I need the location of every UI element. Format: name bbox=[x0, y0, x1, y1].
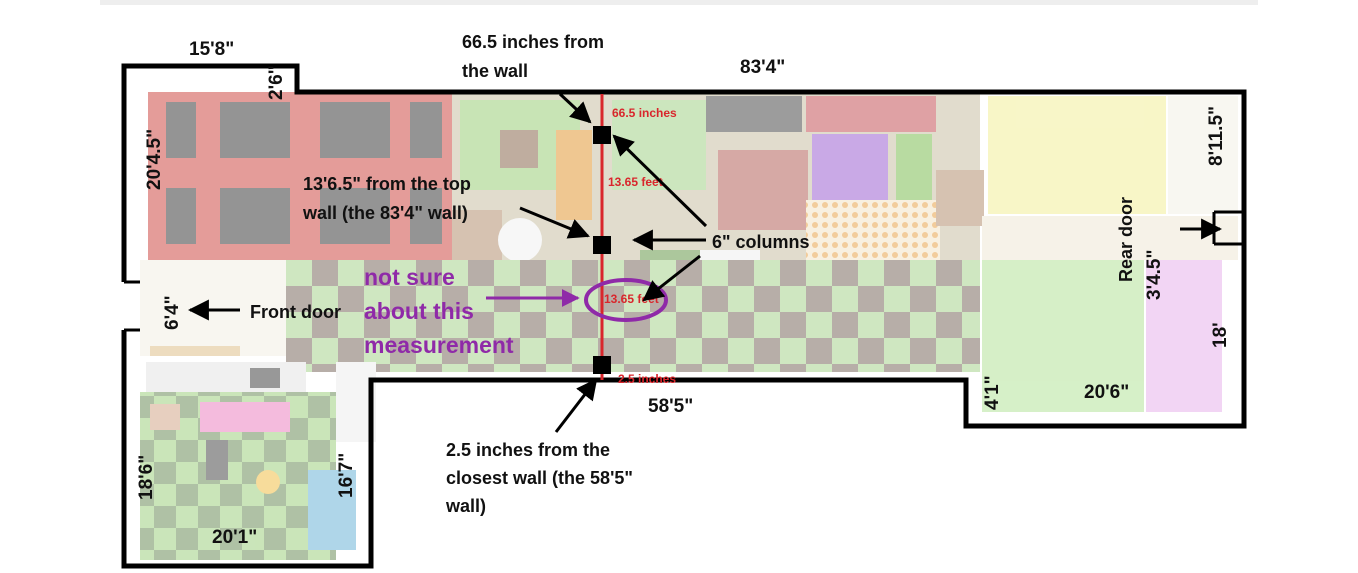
uncertain-note-line-3: measurement bbox=[364, 332, 514, 358]
front-door-opening bbox=[118, 280, 140, 332]
dim-top-wall: 83'4" bbox=[740, 57, 785, 78]
mid-note-line-2: wall (the 83'4" wall) bbox=[302, 203, 468, 223]
dim-left-lower: 18'6" bbox=[136, 455, 157, 500]
trampoline-zone bbox=[148, 92, 452, 260]
dim-inner-left: 16'7" bbox=[336, 453, 357, 498]
column-top bbox=[593, 126, 611, 144]
measure-segment-1: 13.65 feet bbox=[608, 175, 663, 189]
yellow-zone bbox=[988, 96, 1166, 214]
top-strip bbox=[100, 0, 1258, 5]
dim-notch: 2'6" bbox=[266, 65, 287, 100]
top-note-line-2: the wall bbox=[462, 61, 528, 81]
arrow-column-top bbox=[612, 134, 708, 228]
floor-contents bbox=[140, 92, 1238, 560]
uncertain-note-line-1: not sure bbox=[364, 264, 455, 290]
dim-step: 4'1" bbox=[982, 375, 1003, 410]
uncertain-ellipse bbox=[584, 278, 668, 322]
top-note-line-1: 66.5 inches from bbox=[462, 32, 604, 52]
dim-top-left-width: 15'8" bbox=[189, 39, 234, 60]
arrow-column-ellipse bbox=[642, 254, 701, 302]
arrow-mid-note bbox=[519, 206, 590, 239]
pink-zone bbox=[1146, 260, 1222, 412]
dim-rear-door-width: 3'4.5" bbox=[1144, 249, 1165, 300]
arrow-bottom-note bbox=[554, 378, 598, 433]
bottom-note-line-1: 2.5 inches from the bbox=[446, 440, 610, 460]
green-zone bbox=[982, 260, 1144, 412]
column-bottom bbox=[593, 356, 611, 374]
arrow-top-note bbox=[558, 92, 592, 124]
column-middle bbox=[593, 236, 611, 254]
mid-note-line-1: 13'6.5" from the top bbox=[303, 174, 471, 194]
measure-top-gap: 66.5 inches bbox=[612, 106, 677, 120]
columns-label: 6" columns bbox=[712, 232, 810, 252]
dim-bottom-right: 20'6" bbox=[1084, 382, 1129, 403]
measure-bottom-gap: 2.5 inches bbox=[618, 372, 676, 386]
rear-door-label: Rear door bbox=[1116, 197, 1136, 282]
uncertain-note-line-2: about this bbox=[364, 298, 474, 324]
annotation-arrows bbox=[187, 92, 1223, 433]
dim-bottom-wall: 58'5" bbox=[648, 396, 693, 417]
building-walls bbox=[121, 63, 1247, 569]
bottom-note-line-3: wall) bbox=[445, 496, 486, 516]
dim-right-lower: 18' bbox=[1210, 322, 1231, 348]
dim-bottom-left: 20'1" bbox=[212, 527, 257, 548]
front-desk-area bbox=[140, 260, 286, 356]
front-door-label: Front door bbox=[250, 302, 341, 322]
dim-left-upper: 20'4.5" bbox=[144, 129, 165, 190]
bottom-note-line-2: closest wall (the 58'5" bbox=[446, 468, 633, 488]
dim-right-upper: 8'11.5" bbox=[1206, 106, 1227, 166]
dim-front-door: 6'4" bbox=[162, 295, 183, 330]
